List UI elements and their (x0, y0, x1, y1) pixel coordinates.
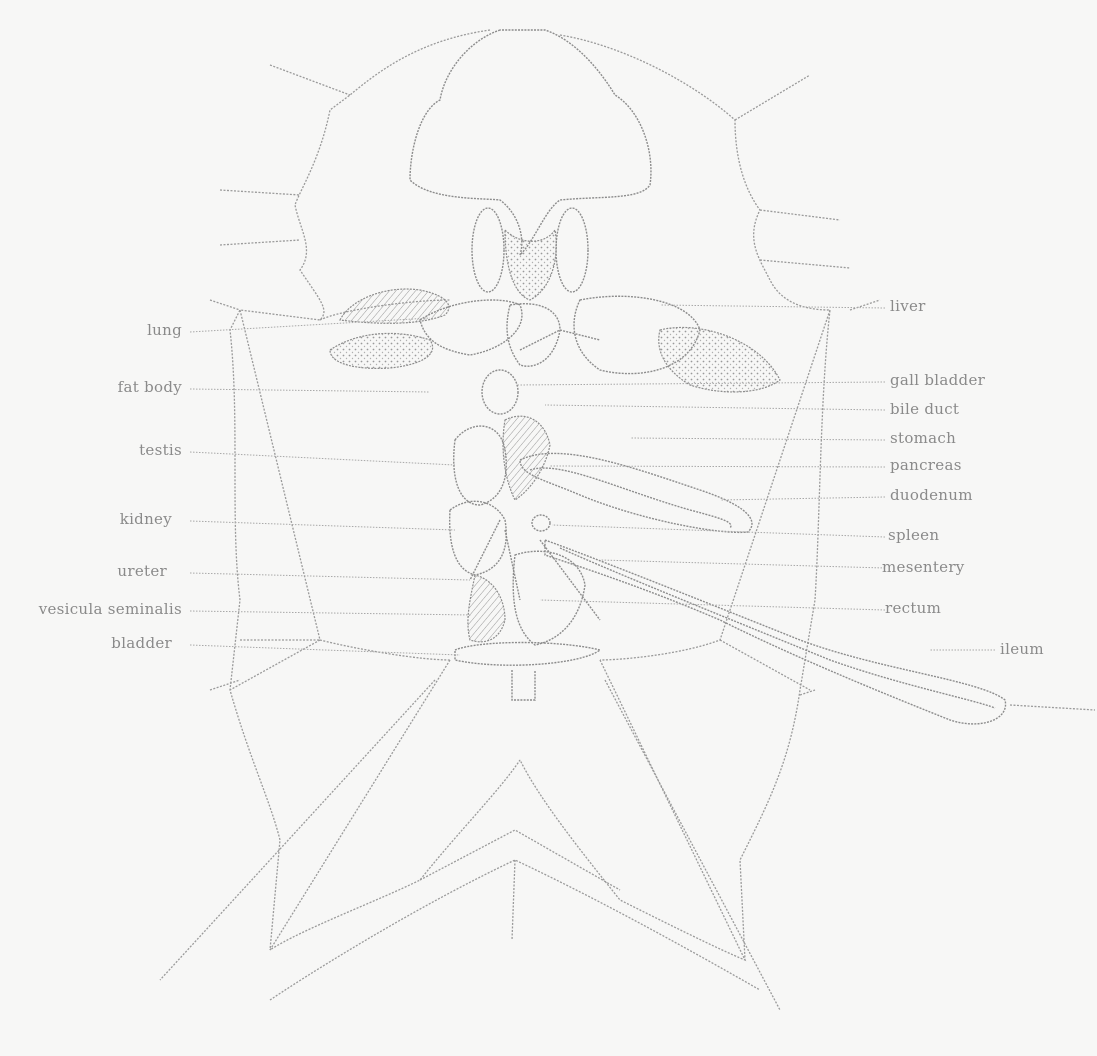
label-fat-body: fat body (118, 380, 182, 395)
label-gall-bladder: gall bladder (890, 373, 985, 388)
label-spleen: spleen (888, 528, 939, 543)
label-bile-duct: bile duct (890, 402, 959, 417)
label-duodenum: duodenum (890, 488, 973, 503)
stomach-and-duodenum (520, 453, 752, 532)
label-testis: testis (139, 443, 182, 458)
gall-bladder (482, 370, 518, 414)
lungs (330, 289, 449, 368)
label-mesentery: mesentery (882, 560, 965, 575)
label-rectum: rectum (885, 601, 941, 616)
throat-flap (410, 30, 651, 255)
label-kidney: kidney (120, 512, 172, 527)
liver (420, 296, 780, 392)
label-bladder: bladder (111, 636, 172, 651)
label-pancreas: pancreas (890, 458, 962, 473)
label-liver: liver (890, 299, 926, 314)
label-stomach: stomach (890, 431, 956, 446)
body-outline (160, 30, 1095, 1010)
label-lung: lung (147, 323, 182, 338)
label-vesicula-seminalis: vesicula seminalis (39, 602, 182, 617)
heart (472, 208, 588, 300)
spleen (532, 515, 550, 531)
left-leader-lines (190, 318, 472, 655)
label-ileum: ileum (1000, 642, 1044, 657)
label-ureter: ureter (117, 564, 167, 579)
